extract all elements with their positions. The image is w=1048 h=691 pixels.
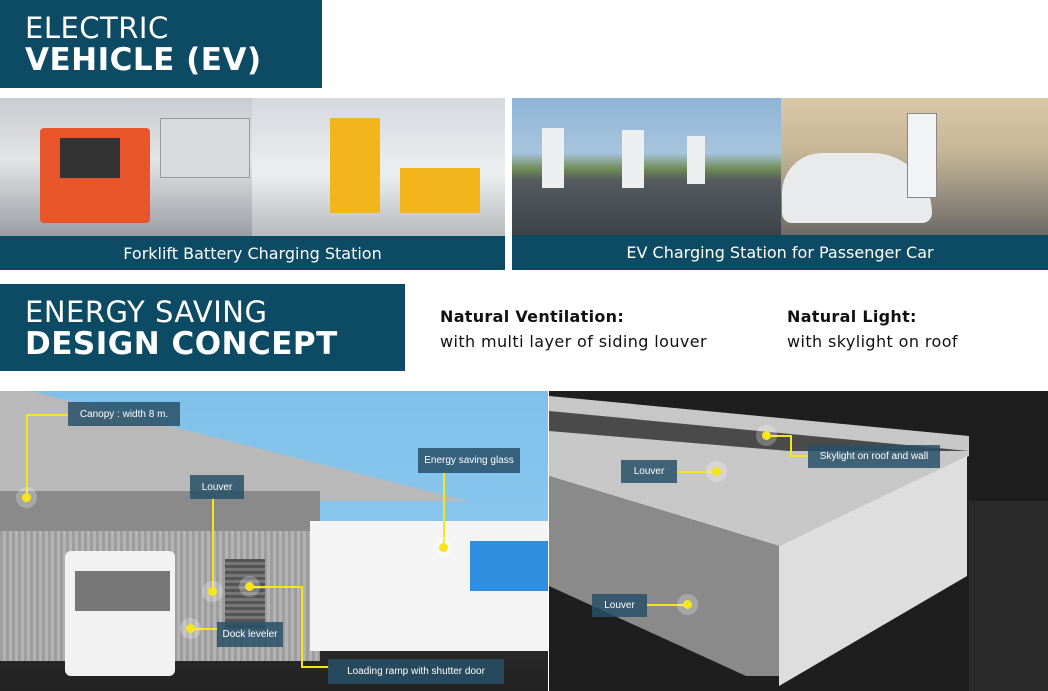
- callout-dot: [762, 431, 771, 440]
- callout-dot: [22, 493, 31, 502]
- callout-line: [790, 455, 808, 457]
- callout-louver: Louver: [190, 475, 244, 499]
- callout-line: [766, 435, 791, 437]
- callout-line: [301, 666, 329, 668]
- callout-dot: [683, 600, 692, 609]
- feature-natural-light: Natural Light: with skylight on roof: [787, 307, 958, 351]
- feature-natural-ventilation: Natural Ventilation: with multi layer of…: [440, 307, 707, 351]
- feature-heading: Natural Ventilation:: [440, 307, 625, 326]
- ev-charging-photo: [512, 98, 1048, 235]
- charger-2: [622, 130, 644, 188]
- feature-text: with skylight on roof: [787, 332, 958, 351]
- callout-louver-top: Louver: [621, 460, 677, 483]
- callout-dot: [712, 467, 721, 476]
- callout-louver-bottom: Louver: [592, 594, 647, 617]
- parking-lot: [969, 501, 1048, 691]
- title-line2: VEHICLE (EV): [25, 42, 262, 78]
- blue-facade: [470, 541, 548, 591]
- energy-section-title: ENERGY SAVING DESIGN CONCEPT: [0, 284, 405, 371]
- forklift-cab: [60, 138, 120, 178]
- callout-energy-saving-glass: Energy saving glass: [418, 448, 520, 473]
- charger-3: [687, 136, 705, 184]
- callout-dot: [439, 543, 448, 552]
- ev-section-title: ELECTRIC VEHICLE (EV): [0, 0, 322, 88]
- truck-windshield: [75, 571, 170, 611]
- truck: [65, 551, 175, 676]
- yellow-forklift: [330, 118, 380, 213]
- charger-1: [542, 128, 564, 188]
- callout-line: [790, 435, 792, 457]
- title-line1: ELECTRIC: [25, 11, 169, 45]
- callout-dot: [245, 582, 254, 591]
- forklift-caption: Forklift Battery Charging Station: [0, 236, 505, 270]
- warehouse-aerial-render: [549, 391, 1048, 691]
- title-line2: DESIGN CONCEPT: [25, 326, 338, 362]
- charger-4: [907, 113, 937, 198]
- shutter-door: [225, 559, 265, 629]
- callout-loading-ramp: Loading ramp with shutter door: [328, 659, 504, 684]
- callout-line: [26, 414, 28, 497]
- callout-line: [301, 586, 303, 667]
- callout-dot: [208, 587, 217, 596]
- canopy: [0, 491, 320, 531]
- callout-line: [249, 586, 302, 588]
- callout-line: [212, 498, 214, 591]
- feature-heading: Natural Light:: [787, 307, 917, 326]
- callout-line: [647, 604, 687, 606]
- feature-text: with multi layer of siding louver: [440, 332, 707, 351]
- yellow-pallet-truck: [400, 168, 480, 213]
- forklift-charging-photo: [0, 98, 505, 236]
- callout-line: [190, 628, 217, 630]
- callout-dot: [186, 624, 195, 633]
- callout-line: [443, 473, 445, 547]
- wall-charger: [160, 118, 250, 178]
- callout-skylight: Skylight on roof and wall: [808, 445, 940, 468]
- callout-line: [677, 471, 716, 473]
- callout-canopy: Canopy : width 8 m.: [68, 402, 180, 426]
- title-line1: ENERGY SAVING: [25, 295, 268, 329]
- callout-line: [26, 414, 70, 416]
- ev-caption: EV Charging Station for Passenger Car: [512, 235, 1048, 270]
- callout-dock-leveler: Dock leveler: [217, 622, 283, 647]
